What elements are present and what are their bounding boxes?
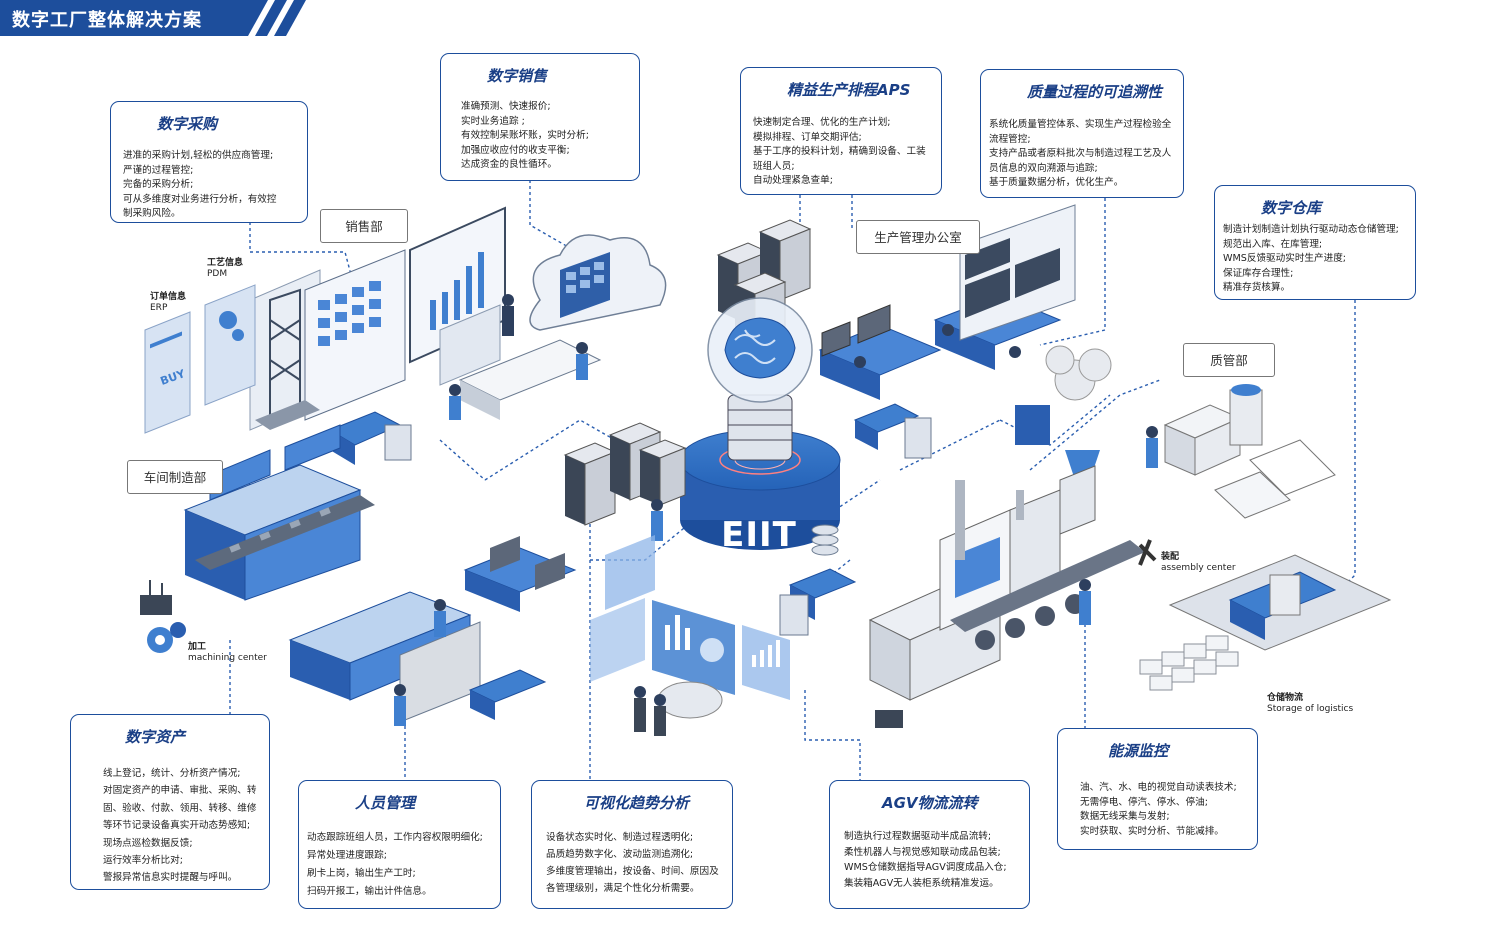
card-procurement: 数字采购 进准的采购计划,轻松的供应商管理;严谨的过程管控;完备的采购分析;可从… <box>110 101 308 223</box>
card-assets: 数字资产 线上登记，统计、分析资产情况;对固定资产的申请、审批、采购、转固、验收… <box>70 714 270 890</box>
card-quality-lines: 系统化质量管控体系、实现生产过程检验全流程管控;支持产品或者原料批次与制造过程工… <box>989 119 1172 189</box>
card-sales-lines: 准确预测、快速报价;实时业务追踪 ;有效控制呆账坏账，实时分析;加强应收应付的收… <box>461 101 589 171</box>
card-personnel-lines: 动态跟踪班组人员，工作内容权限明细化;异常处理进度跟踪;刷卡上岗，输出生产工时;… <box>307 832 483 897</box>
card-quality-title: 质量过程的可追溯性 <box>1027 82 1163 101</box>
title-banner <box>0 0 306 36</box>
sales-scene <box>249 206 667 465</box>
card-sales: 数字销售 准确预测、快速报价;实时业务追踪 ;有效控制呆账坏账，实时分析;加强应… <box>440 53 640 181</box>
server-racks-middle <box>563 422 687 541</box>
trend-screens <box>590 535 790 736</box>
card-trend-title: 可视化趋势分析 <box>584 793 690 812</box>
central-eiit-platform <box>679 297 841 550</box>
card-quality: 质量过程的可追溯性 系统化质量管控体系、实现生产过程检验全流程管控;支持产品或者… <box>980 69 1184 198</box>
dept-production-office: 生产管理办公室 <box>856 220 980 254</box>
erp-pdm-documents <box>144 284 256 434</box>
card-aps-lines: 快速制定合理、优化的生产计划;模拟排程、订单交期评估;基于工序的投料计划，精确到… <box>753 117 926 187</box>
card-trend-lines: 设备状态实时化、制造过程透明化;品质趋势数字化、波动监测追溯化;多维度管理输出，… <box>546 832 719 894</box>
dept-sales: 销售部 <box>320 209 408 243</box>
storage-scene <box>1139 554 1392 691</box>
card-aps: 精益生产排程APS 快速制定合理、优化的生产计划;模拟排程、订单交期评估;基于工… <box>740 67 942 195</box>
card-energy-title: 能源监控 <box>1108 741 1169 760</box>
card-procurement-lines: 进准的采购计划,轻松的供应商管理;严谨的过程管控;完备的采购分析;可从多维度对业… <box>123 150 277 220</box>
card-sales-title: 数字销售 <box>487 66 548 85</box>
assembly-scene <box>779 465 1157 728</box>
dept-workshop: 车间制造部 <box>127 460 223 494</box>
card-procurement-title: 数字采购 <box>157 114 218 133</box>
card-warehouse-lines: 制造计划制造计划执行驱动动态仓储管理;规范出入库、在库管理;WMS反馈驱动实时生… <box>1223 224 1399 294</box>
card-aps-title: 精益生产排程APS <box>787 80 911 99</box>
quality-scene <box>1015 345 1336 519</box>
card-agv-title: AGV物流流转 <box>882 793 978 812</box>
card-assets-lines: 线上登记，统计、分析资产情况;对固定资产的申请、审批、采购、转固、验收、付款、领… <box>103 768 257 884</box>
page-title: 数字工厂整体解决方案 <box>12 10 202 31</box>
card-personnel-title: 人员管理 <box>355 793 416 812</box>
workshop-scene <box>140 424 577 726</box>
card-trend: 可视化趋势分析 设备状态实时化、制造过程透明化;品质趋势数字化、波动监测追溯化;… <box>531 780 733 909</box>
card-warehouse-title: 数字仓库 <box>1261 198 1322 217</box>
card-warehouse: 数字仓库 制造计划制造计划执行驱动动态仓储管理;规范出入库、在库管理;WMS反馈… <box>1214 185 1416 300</box>
card-assets-title: 数字资产 <box>125 727 186 746</box>
card-agv-lines: 制造执行过程数据驱动半成品流转;柔性机器人与视觉感知联动成品包装;WMS仓储数据… <box>844 831 1007 889</box>
production-office-scene <box>818 204 1076 459</box>
card-energy: 能源监控 油、汽、水、电的视觉自动读表技术;无需停电、停汽、停水、停油;数据无线… <box>1057 728 1258 850</box>
card-energy-lines: 油、汽、水、电的视觉自动读表技术;无需停电、停汽、停水、停油;数据无线采集与发射… <box>1080 782 1237 837</box>
eiit-logo: EIIT <box>721 515 797 555</box>
card-personnel: 人员管理 动态跟踪班组人员，工作内容权限明细化;异常处理进度跟踪;刷卡上岗，输出… <box>298 780 501 909</box>
dept-quality: 质管部 <box>1183 343 1275 377</box>
card-agv: AGV物流流转 制造执行过程数据驱动半成品流转;柔性机器人与视觉感知联动成品包装… <box>829 780 1030 909</box>
